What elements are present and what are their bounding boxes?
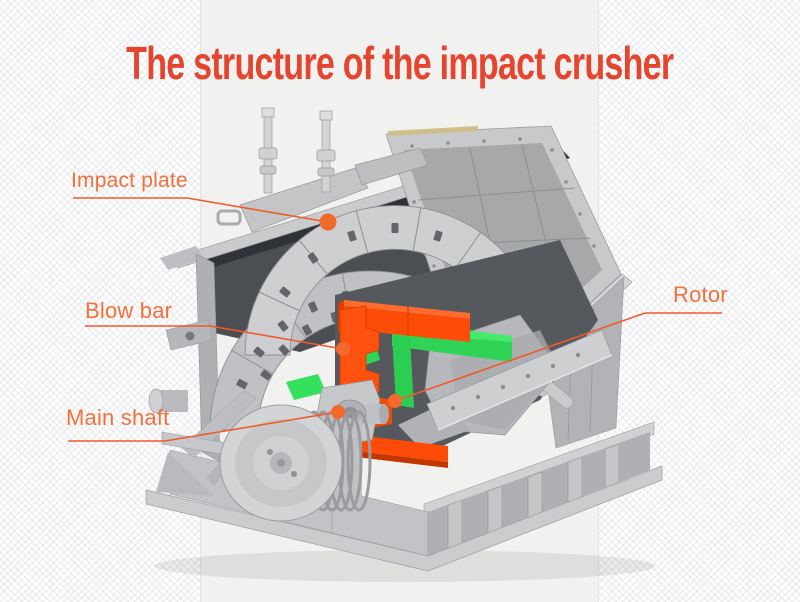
blow-bar-leader-line xyxy=(85,325,344,350)
front-beam xyxy=(426,329,613,431)
belt-pulley xyxy=(219,404,372,522)
impact-plate-dot xyxy=(319,213,337,231)
rotor-assembly xyxy=(286,240,598,468)
label-impact-plate: Impact plate xyxy=(71,169,188,192)
main-shaft-leader-line xyxy=(68,411,339,442)
label-rotor: Rotor xyxy=(673,282,728,307)
label-blow-bar: Blow bar xyxy=(85,298,173,323)
rotor-dot xyxy=(388,394,402,408)
blow-bar-dot xyxy=(336,342,350,356)
page-title: The structure of the impact crusher xyxy=(126,37,674,89)
tension-rods xyxy=(258,107,336,194)
impact-plate-leader-line xyxy=(73,197,329,223)
rotor-leader-line xyxy=(394,312,722,402)
ground-shadow xyxy=(155,550,655,582)
main-shaft-dot xyxy=(331,405,345,419)
label-main-shaft: Main shaft xyxy=(66,405,170,430)
lifting-handle xyxy=(216,209,242,226)
left-shaft-stub xyxy=(148,319,214,414)
